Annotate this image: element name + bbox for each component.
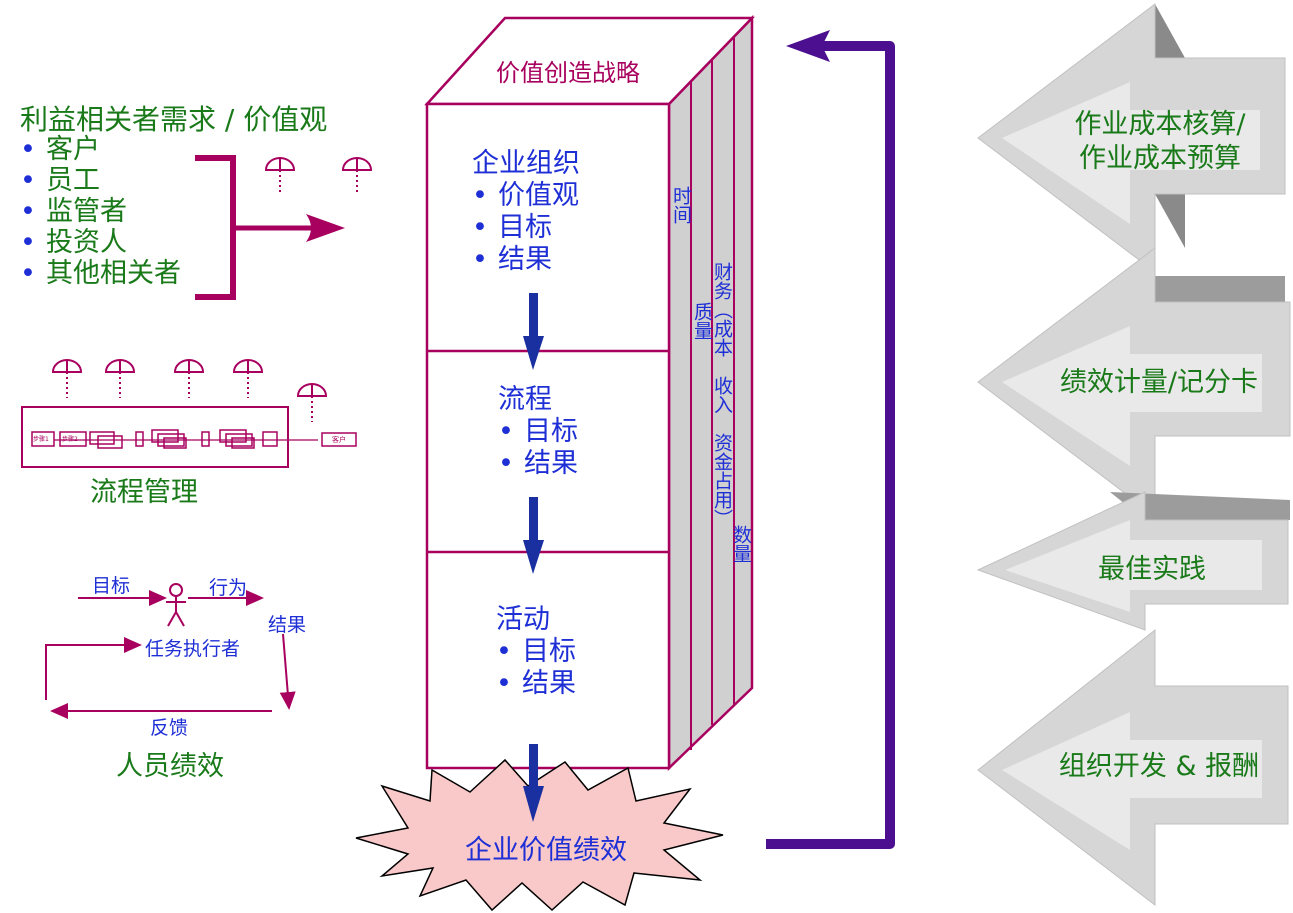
process-results: 结果: [524, 448, 578, 479]
process-flow-box: [21, 406, 357, 468]
value-burst: [355, 758, 724, 912]
bullet-icon: •: [498, 416, 514, 447]
activity-results: 结果: [522, 668, 576, 699]
best-practice-label: 最佳实践: [1098, 554, 1206, 585]
value-pillar: [424, 14, 755, 771]
bullet-icon: •: [496, 636, 512, 667]
bullet-icon: •: [472, 212, 488, 243]
enterprise-goals: 目标: [498, 212, 552, 243]
step-tag-2: 步骤2: [62, 436, 78, 443]
process-title: 流程: [498, 384, 552, 415]
stakeholder-employee: 员工: [46, 165, 100, 196]
abc-costing-line2: 作业成本预算: [1079, 143, 1241, 174]
stakeholder-investor: 投资人: [46, 227, 127, 258]
activity-goals: 目标: [522, 636, 576, 667]
org-development-label: 组织开发 & 报酬: [1058, 751, 1260, 782]
bullet-icon: •: [498, 448, 514, 479]
right-arrows: [976, 2, 1291, 907]
bullet-icon: •: [20, 258, 36, 289]
gauge-icon: [51, 157, 373, 422]
bullet-icon: •: [20, 196, 36, 227]
step-tag-1: 步骤1: [33, 436, 49, 443]
list-item: • 目标: [472, 212, 580, 244]
list-item: • 员工: [20, 165, 181, 196]
list-item: • 投资人: [20, 227, 181, 258]
customer-tag: 客户: [332, 436, 346, 444]
people-behavior-label: 行为: [209, 577, 248, 599]
enterprise-values: 价值观: [498, 180, 579, 211]
process-section: 流程 • 目标 • 结果: [498, 384, 578, 480]
bullet-icon: •: [20, 134, 36, 165]
bullet-icon: •: [20, 165, 36, 196]
list-item: • 目标: [498, 416, 578, 448]
stakeholder-title: 利益相关者需求 / 价值观: [20, 103, 328, 136]
people-performer-label: 任务执行者: [145, 638, 241, 660]
side-quantity-label: 数量: [730, 525, 752, 563]
list-item: • 价值观: [472, 180, 580, 212]
bullet-icon: •: [472, 180, 488, 211]
stakeholder-regulator: 监管者: [46, 196, 127, 227]
abc-costing-line1: 作业成本核算/: [1074, 109, 1246, 140]
bullet-icon: •: [496, 668, 512, 699]
feedback-arrow: [766, 30, 895, 849]
bullet-icon: •: [472, 244, 488, 275]
enterprise-results: 结果: [498, 244, 552, 275]
people-performance-label: 人员绩效: [116, 751, 224, 782]
list-item: • 监管者: [20, 196, 181, 227]
people-performance-graphic: [45, 583, 296, 719]
side-finance-label: 财务（成本 收入 资金占用）: [711, 262, 733, 528]
flow-down-arrows: [523, 293, 544, 822]
people-goal-label: 目标: [92, 575, 131, 597]
side-time-label: 时间: [670, 186, 692, 224]
abc-costing-label: 作业成本核算/ 作业成本预算: [1060, 108, 1260, 176]
stakeholder-bracket: [195, 155, 345, 300]
stakeholder-other: 其他相关者: [46, 258, 181, 289]
enterprise-title: 企业组织: [472, 148, 580, 179]
stakeholder-customer: 客户: [46, 134, 100, 165]
list-item: • 结果: [472, 244, 580, 276]
stakeholder-list: • 客户 • 员工 • 监管者 • 投资人 • 其他相关者: [20, 134, 181, 289]
enterprise-section: 企业组织 • 价值观 • 目标 • 结果: [472, 148, 580, 276]
pillar-top-label: 价值创造战略: [496, 59, 640, 87]
list-item: • 结果: [496, 668, 576, 700]
list-item: • 结果: [498, 448, 578, 480]
activity-section: 活动 • 目标 • 结果: [496, 604, 576, 700]
side-quality-label: 质量: [691, 302, 713, 340]
people-result-label: 结果: [268, 614, 307, 636]
process-goals: 目标: [524, 416, 578, 447]
process-management-label: 流程管理: [90, 477, 198, 508]
enterprise-value-performance-label: 企业价值绩效: [465, 835, 627, 866]
list-item: • 客户: [20, 134, 181, 165]
list-item: • 目标: [496, 636, 576, 668]
list-item: • 其他相关者: [20, 258, 181, 289]
scorecard-label: 绩效计量/记分卡: [1059, 367, 1259, 398]
people-feedback-label: 反馈: [150, 717, 189, 739]
bullet-icon: •: [20, 227, 36, 258]
activity-title: 活动: [496, 604, 550, 635]
